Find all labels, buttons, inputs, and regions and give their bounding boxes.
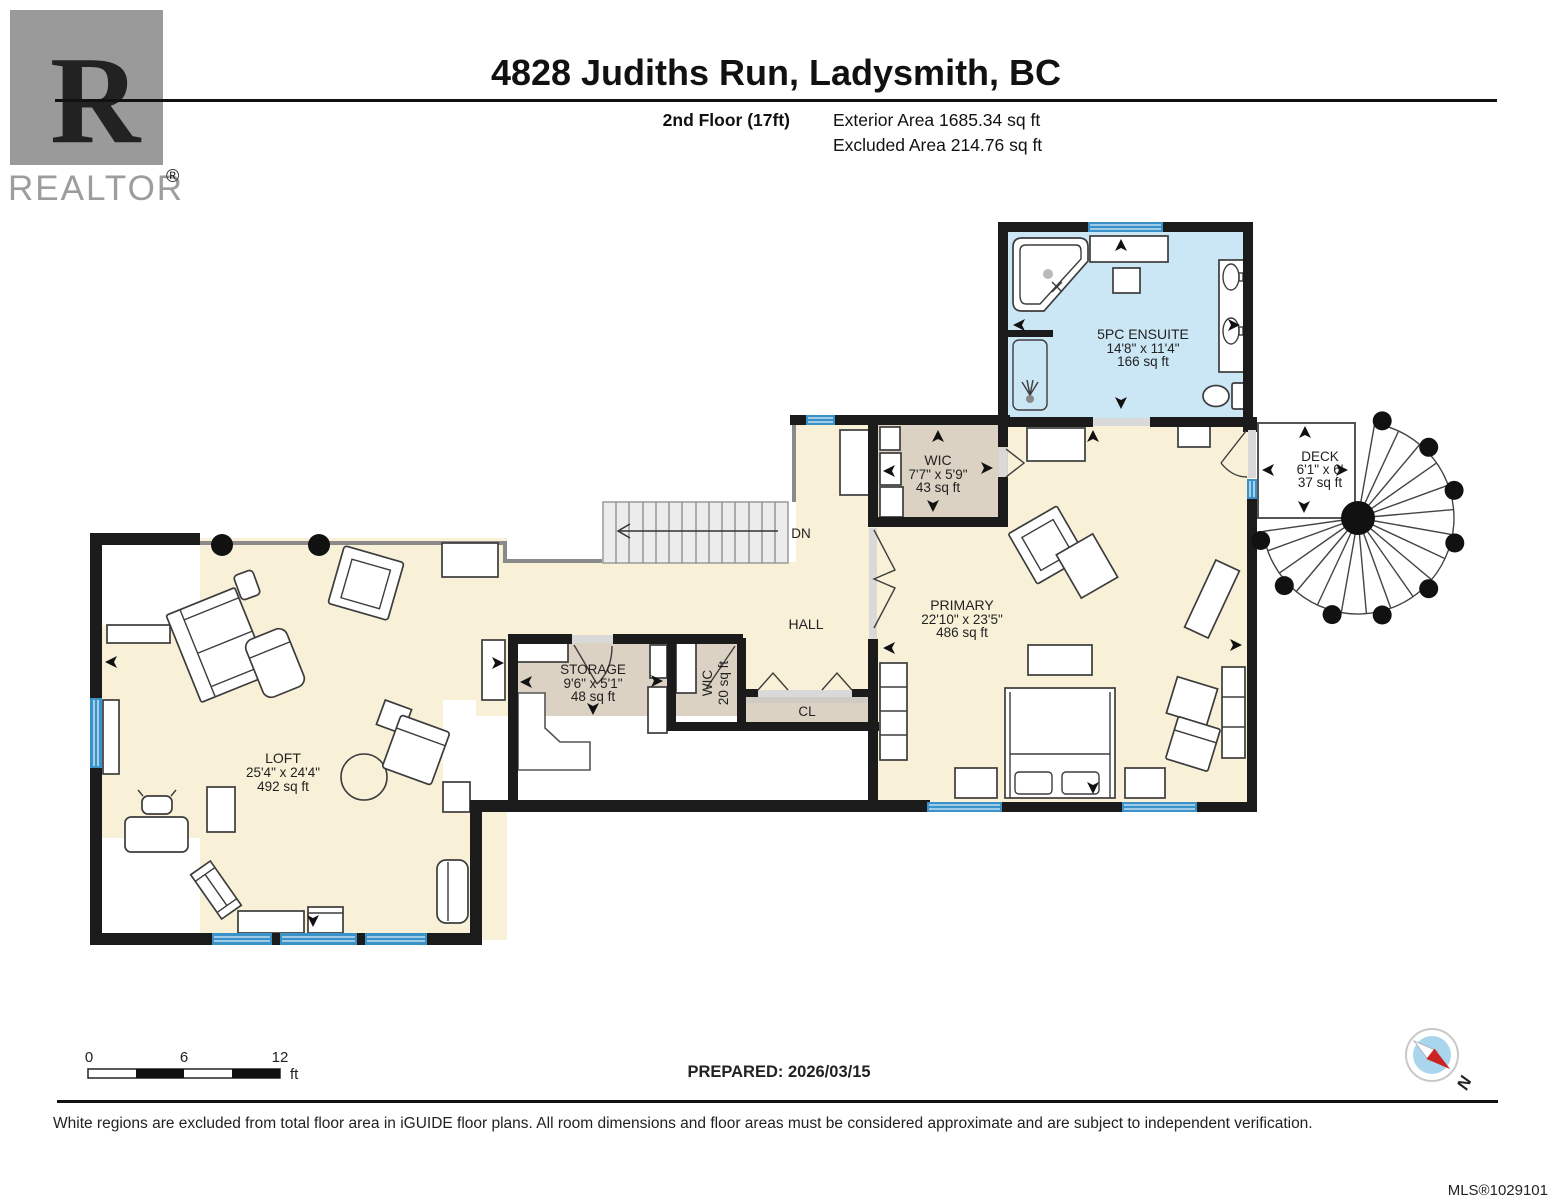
window (1247, 479, 1257, 499)
label-closet: CL (798, 704, 816, 719)
door-openings (572, 418, 1256, 697)
label-wic-small-name: WIC (700, 670, 715, 696)
staircase-dn (602, 501, 789, 564)
stool (1112, 267, 1141, 294)
label-hall: HALL (788, 616, 823, 632)
window (806, 415, 835, 425)
door-swings (573, 430, 1248, 691)
label-wic-area: 43 sq ft (916, 480, 961, 495)
window (212, 933, 272, 945)
window (365, 933, 427, 945)
ensuite-fixtures (1008, 235, 1247, 411)
label-loft-area: 492 sq ft (257, 779, 309, 794)
window (1122, 802, 1197, 812)
label-ensuite-area: 166 sq ft (1117, 354, 1169, 369)
scale-unit: ft (290, 1066, 299, 1083)
label-ensuite-dims: 14'8" x 11'4" (1106, 341, 1179, 356)
window (90, 698, 102, 768)
window (1088, 222, 1163, 232)
windows (90, 222, 1257, 945)
label-wic-dims: 7'7" x 5'9" (908, 467, 967, 482)
primary-furniture (879, 425, 1246, 799)
stair-treads (615, 502, 776, 563)
label-deck-name: DECK (1301, 449, 1339, 464)
scale-12: 12 (272, 1049, 289, 1066)
room-labels: 5PC ENSUITE 14'8" x 11'4" 166 sq ft WIC … (246, 326, 1343, 794)
excluded-area: Excluded Area 214.76 sq ft (833, 135, 1042, 155)
scale-0: 0 (85, 1049, 93, 1066)
scale-6: 6 (180, 1049, 188, 1066)
spiral-staircase (1251, 411, 1465, 625)
hall-furniture (839, 429, 871, 496)
mls-number: MLS®1029101 (1448, 1182, 1548, 1199)
label-storage-name: STORAGE (560, 662, 626, 677)
compass-icon: N (1405, 1028, 1475, 1093)
label-deck-dims: 6'1" x 6' (1297, 462, 1344, 477)
room-closet-band (742, 694, 878, 703)
vanity (1089, 235, 1169, 263)
realtor-reg-mark: ® (166, 166, 179, 186)
label-wic-name: WIC (924, 452, 951, 468)
railing-post (211, 534, 233, 556)
shower-wall (1008, 330, 1053, 337)
shower-stall (1012, 339, 1048, 411)
label-storage-area: 48 sq ft (571, 689, 616, 704)
loft-furniture (102, 542, 506, 934)
realtor-logo-icon (10, 10, 163, 165)
label-loft-dims: 25'4" x 24'4" (246, 765, 320, 780)
realtor-brand: REALTOR (8, 169, 184, 208)
label-storage-dims: 9'6" x 5'1" (563, 676, 622, 691)
label-ensuite-name: 5PC ENSUITE (1097, 326, 1189, 342)
scale-bar: 0 6 12 ft (85, 1049, 299, 1083)
excluded-regions (102, 540, 871, 938)
round-rug (340, 753, 388, 801)
page-title: 4828 Judiths Run, Ladysmith, BC (491, 52, 1061, 93)
header-rule (55, 99, 1497, 102)
label-loft-name: LOFT (265, 750, 301, 766)
label-wic-small-area: 20 sq ft (716, 661, 731, 706)
header: R REALTOR ® 4828 Judiths Run, Ladysmith,… (8, 10, 1497, 208)
label-primary-name: PRIMARY (930, 597, 994, 613)
label-primary-area: 486 sq ft (936, 625, 988, 640)
shower-head (1026, 395, 1034, 403)
storage-furniture (516, 641, 697, 771)
exterior-area: Exterior Area 1685.34 sq ft (833, 110, 1040, 130)
label-primary-dims: 22'10" x 23'5" (921, 612, 1003, 627)
floor-label: 2nd Floor (17ft) (663, 110, 790, 130)
loft-railing (200, 425, 796, 563)
bed (1004, 687, 1116, 799)
walls (90, 222, 1257, 945)
compass-north: N (1452, 1073, 1475, 1093)
footer: 0 6 12 ft PREPARED: 2026/03/15 N White r… (53, 1028, 1548, 1199)
window (280, 933, 357, 945)
disclaimer: White regions are excluded from total fl… (53, 1115, 1313, 1132)
label-stairs-dn: DN (791, 526, 811, 541)
prepared-date: PREPARED: 2026/03/15 (687, 1063, 870, 1081)
window (927, 802, 1002, 812)
footer-rule (57, 1100, 1498, 1103)
label-deck-area: 37 sq ft (1298, 475, 1343, 490)
railing-post (308, 534, 330, 556)
corner-tub-rim (1019, 244, 1082, 305)
toilet-bowl (1202, 384, 1230, 408)
